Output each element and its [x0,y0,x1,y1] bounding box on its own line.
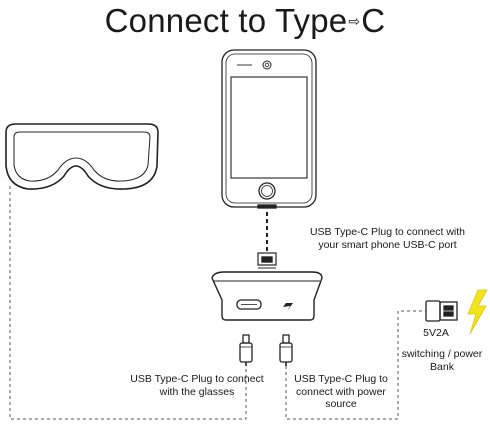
title-arrow: ⇨ [348,13,361,30]
smartphone-icon [221,49,317,209]
power-cable-line [285,310,426,420]
power-rating-label: 5V2A [423,327,449,339]
power-bank-label: switching / power Bank [401,348,483,373]
power-usb-c-plug-icon [279,334,293,366]
usb-a-plug-icon [425,300,458,322]
diagram-title: Connect to Type⇨C [0,2,490,42]
title-suffix: C [361,2,386,39]
power-plug-caption: USB Type-C Plug to connect with power so… [294,373,388,410]
lightning-bolt-icon [467,289,488,335]
title-text: Connect to Type [104,2,348,39]
glasses-usb-c-plug-icon [239,334,253,366]
glasses-cable-line [9,186,247,420]
vr-glasses-icon [5,123,159,190]
phone-port-caption: USB Type-C Plug to connect with your sma… [309,226,466,251]
glasses-plug-caption: USB Type-C Plug to connect with the glas… [130,373,264,398]
adapter-hub-icon [211,252,323,321]
